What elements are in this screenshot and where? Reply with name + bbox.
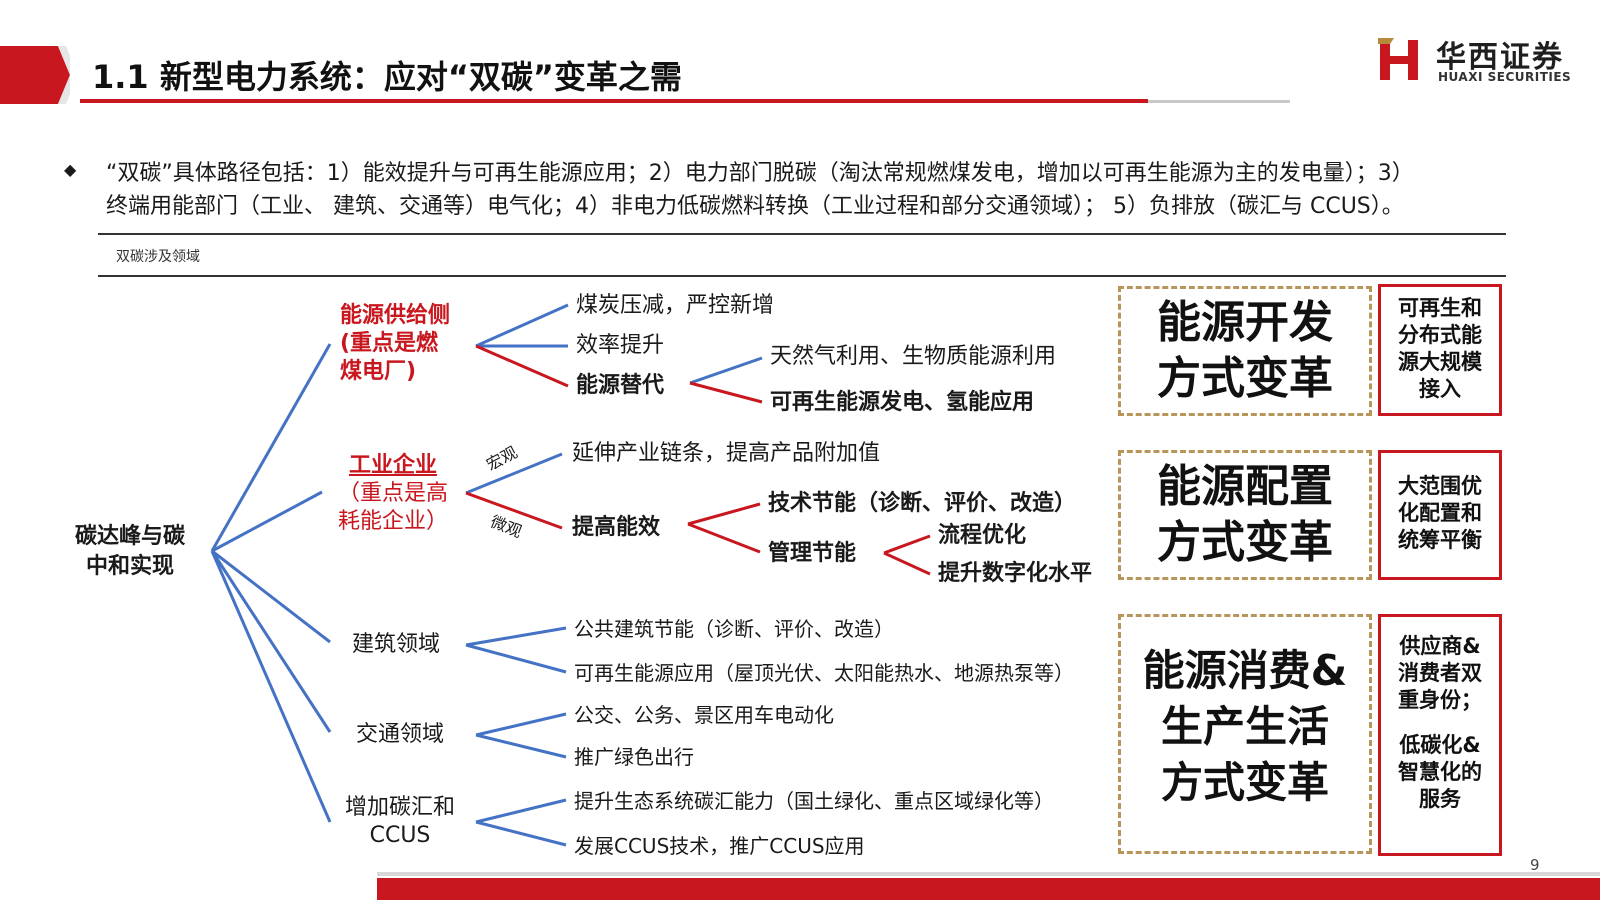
effect-box-2: 大范围优 化配置和 统筹平衡 bbox=[1378, 450, 1502, 580]
effect-3-line-1: 供应商& bbox=[1399, 634, 1481, 658]
page-number: 9 bbox=[1530, 856, 1540, 874]
effect-1-line-4: 接入 bbox=[1419, 377, 1461, 401]
figure-caption: 双碳涉及领域 bbox=[116, 249, 200, 265]
branch-energy-supply-title: 能源供给侧 bbox=[340, 303, 451, 328]
transform-consumption-l2: 生产生活 bbox=[1160, 702, 1329, 751]
transform-consumption-l1: 能源消费& bbox=[1142, 646, 1348, 695]
leaf-tech-saving: 技术节能（诊断、评价、改造） bbox=[768, 491, 1077, 516]
leaf-building-renewable: 可再生能源应用（屋顶光伏、太阳能热水、地源热泵等） bbox=[574, 661, 1074, 685]
branch-building-title: 建筑领域 bbox=[351, 632, 440, 657]
leaf-energy-substitution: 能源替代 bbox=[576, 373, 665, 398]
huaxi-logo-icon bbox=[1378, 38, 1418, 80]
root-node-line-1: 碳达峰与碳 bbox=[74, 524, 185, 549]
intro-line-2: 终端用能部门（工业、 建筑、交通等）电气化；4）非电力低碳燃料转换（工业过程和部… bbox=[106, 194, 1404, 219]
footer-rule bbox=[377, 872, 1600, 876]
effect-2-line-2: 化配置和 bbox=[1398, 501, 1482, 525]
transform-box-development: 能源开发 方式变革 bbox=[1118, 286, 1372, 416]
effect-2-line-1: 大范围优 bbox=[1398, 474, 1482, 498]
branch-transport-title: 交通领域 bbox=[355, 722, 444, 747]
logo-text-cn: 华西证券 bbox=[1436, 40, 1564, 75]
effect-3-line-5: 低碳化& bbox=[1399, 733, 1481, 757]
intro-line-1: “双碳”具体路径包括：1）能效提升与可再生能源应用；2）电力部门脱碳（淘汰常规燃… bbox=[106, 161, 1414, 186]
page-title: 1.1 新型电力系统：应对“双碳”变革之需 bbox=[92, 58, 682, 96]
leaf-green-travel: 推广绿色出行 bbox=[574, 745, 694, 769]
effect-1-line-3: 源大规模 bbox=[1398, 350, 1482, 374]
bullet-diamond-icon: ◆ bbox=[64, 160, 77, 179]
leaf-efficiency: 效率提升 bbox=[576, 333, 665, 358]
effect-3-line-2: 消费者双 bbox=[1398, 661, 1482, 685]
leaf-management-saving: 管理节能 bbox=[768, 541, 857, 566]
effect-2-line-3: 统筹平衡 bbox=[1398, 528, 1482, 552]
leaf-electric-vehicles: 公交、公务、景区用车电动化 bbox=[574, 703, 834, 727]
leaf-ccus: 发展CCUS技术，推广CCUS应用 bbox=[574, 834, 865, 858]
leaf-ecosystem-sink: 提升生态系统碳汇能力（国土绿化、重点区域绿化等） bbox=[574, 789, 1054, 813]
branch-industry-title: 工业企业 bbox=[348, 453, 437, 478]
effect-3-line-3: 重身份； bbox=[1398, 688, 1482, 712]
branch-industry-sub1: （重点是高 bbox=[337, 481, 448, 506]
transform-box-consumption: 能源消费& 生产生活 方式变革 bbox=[1118, 614, 1372, 854]
effect-3-spacer bbox=[1381, 714, 1499, 732]
root-node-line-2: 中和实现 bbox=[85, 554, 174, 579]
transform-allocation-l1: 能源配置 bbox=[1157, 461, 1333, 512]
effect-box-3: 供应商& 消费者双 重身份； 低碳化& 智慧化的 服务 bbox=[1378, 614, 1502, 856]
transform-consumption-l3: 方式变革 bbox=[1160, 758, 1329, 807]
leaf-gas-biomass: 天然气利用、生物质能源利用 bbox=[770, 344, 1057, 369]
transform-development-l1: 能源开发 bbox=[1157, 297, 1333, 348]
branch-industry-sub2: 耗能企业） bbox=[337, 509, 448, 534]
branch-energy-supply-sub1: (重点是燃 bbox=[340, 331, 439, 356]
title-underline bbox=[80, 99, 1148, 103]
footer-bar bbox=[377, 878, 1600, 900]
leaf-digitalization: 提升数字化水平 bbox=[938, 561, 1093, 586]
effect-1-line-2: 分布式能 bbox=[1398, 323, 1482, 347]
transform-box-allocation: 能源配置 方式变革 bbox=[1118, 450, 1372, 580]
leaf-improve-efficiency: 提高能效 bbox=[572, 515, 661, 540]
transform-allocation-l2: 方式变革 bbox=[1157, 517, 1333, 568]
leaf-renewable-hydrogen: 可再生能源发电、氢能应用 bbox=[770, 390, 1035, 415]
effect-3-line-6: 智慧化的 bbox=[1398, 760, 1482, 784]
figure-caption-rule bbox=[98, 275, 1506, 277]
leaf-public-building: 公共建筑节能（诊断、评价、改造） bbox=[574, 617, 894, 641]
leaf-industry-chain: 延伸产业链条，提高产品附加值 bbox=[572, 441, 881, 466]
branch-energy-supply-sub2: 煤电厂) bbox=[340, 359, 417, 384]
transform-development-l2: 方式变革 bbox=[1157, 353, 1333, 404]
title-underline-grey bbox=[1148, 100, 1290, 103]
branch-carbon-sink-title-1: 增加碳汇和 bbox=[344, 795, 455, 820]
branch-carbon-sink-title-2: CCUS bbox=[369, 823, 431, 848]
logo-text-en: HUAXI SECURITIES bbox=[1438, 70, 1572, 84]
effect-3-line-7: 服务 bbox=[1419, 787, 1461, 811]
figure-top-rule bbox=[98, 233, 1506, 235]
effect-1-line-1: 可再生和 bbox=[1398, 296, 1482, 320]
title-tab-marker bbox=[0, 46, 70, 104]
leaf-process-optimization: 流程优化 bbox=[938, 523, 1027, 548]
effect-box-1: 可再生和 分布式能 源大规模 接入 bbox=[1378, 284, 1502, 416]
leaf-coal-reduction: 煤炭压减，严控新增 bbox=[576, 293, 775, 318]
